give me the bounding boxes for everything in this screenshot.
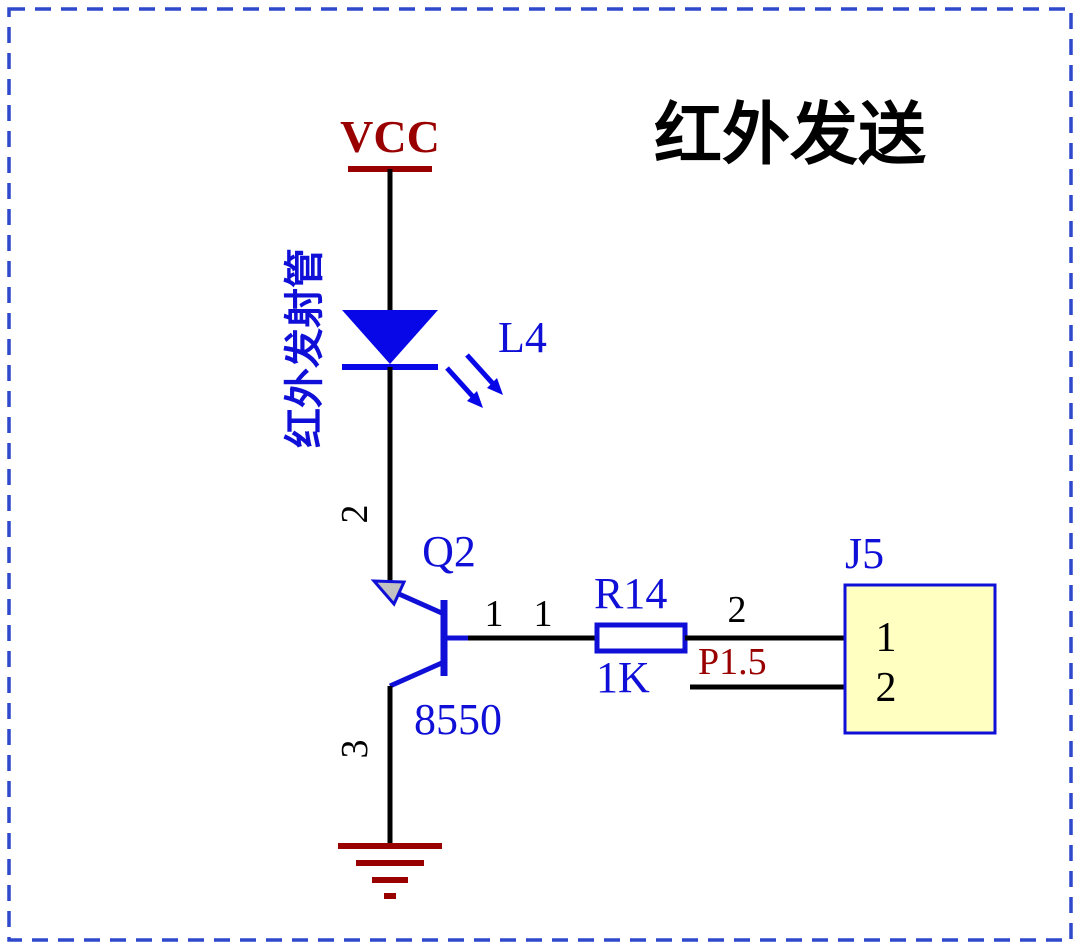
- led-designator: L4: [498, 313, 547, 362]
- resistor-value: 1K: [596, 653, 650, 702]
- vcc-label: VCC: [340, 111, 440, 162]
- resistor-pin2-number: 2: [728, 589, 747, 631]
- connector-pin1-label: 1: [876, 615, 897, 661]
- resistor-pin1-number: 1: [534, 593, 553, 635]
- led-emission-arrows-icon: [445, 353, 503, 408]
- transistor-pin-collector-number: 3: [334, 740, 376, 759]
- connector-pin2-label: 2: [876, 665, 897, 711]
- connector-designator: J5: [845, 529, 884, 578]
- transistor-designator: Q2: [422, 527, 476, 576]
- net-label-p1-5: P1.5: [698, 641, 767, 683]
- connector-j5-body-icon: [843, 583, 997, 735]
- resistor-designator: R14: [594, 569, 667, 618]
- transistor-part-number: 8550: [414, 695, 502, 744]
- led-anode-triangle-icon: [342, 310, 438, 364]
- resistor-r14-body-icon: [594, 622, 688, 654]
- page-title: 红外发送: [654, 97, 926, 173]
- transistor-pin-emitter-number: 2: [334, 505, 376, 524]
- sheet-dashed-border: [7, 7, 1073, 942]
- transistor-q2-symbol-icon: [370, 579, 470, 689]
- ground-symbol-icon: [338, 843, 442, 899]
- transistor-pin-base-number: 1: [485, 593, 504, 635]
- led-vertical-label: 红外发射管: [282, 248, 327, 448]
